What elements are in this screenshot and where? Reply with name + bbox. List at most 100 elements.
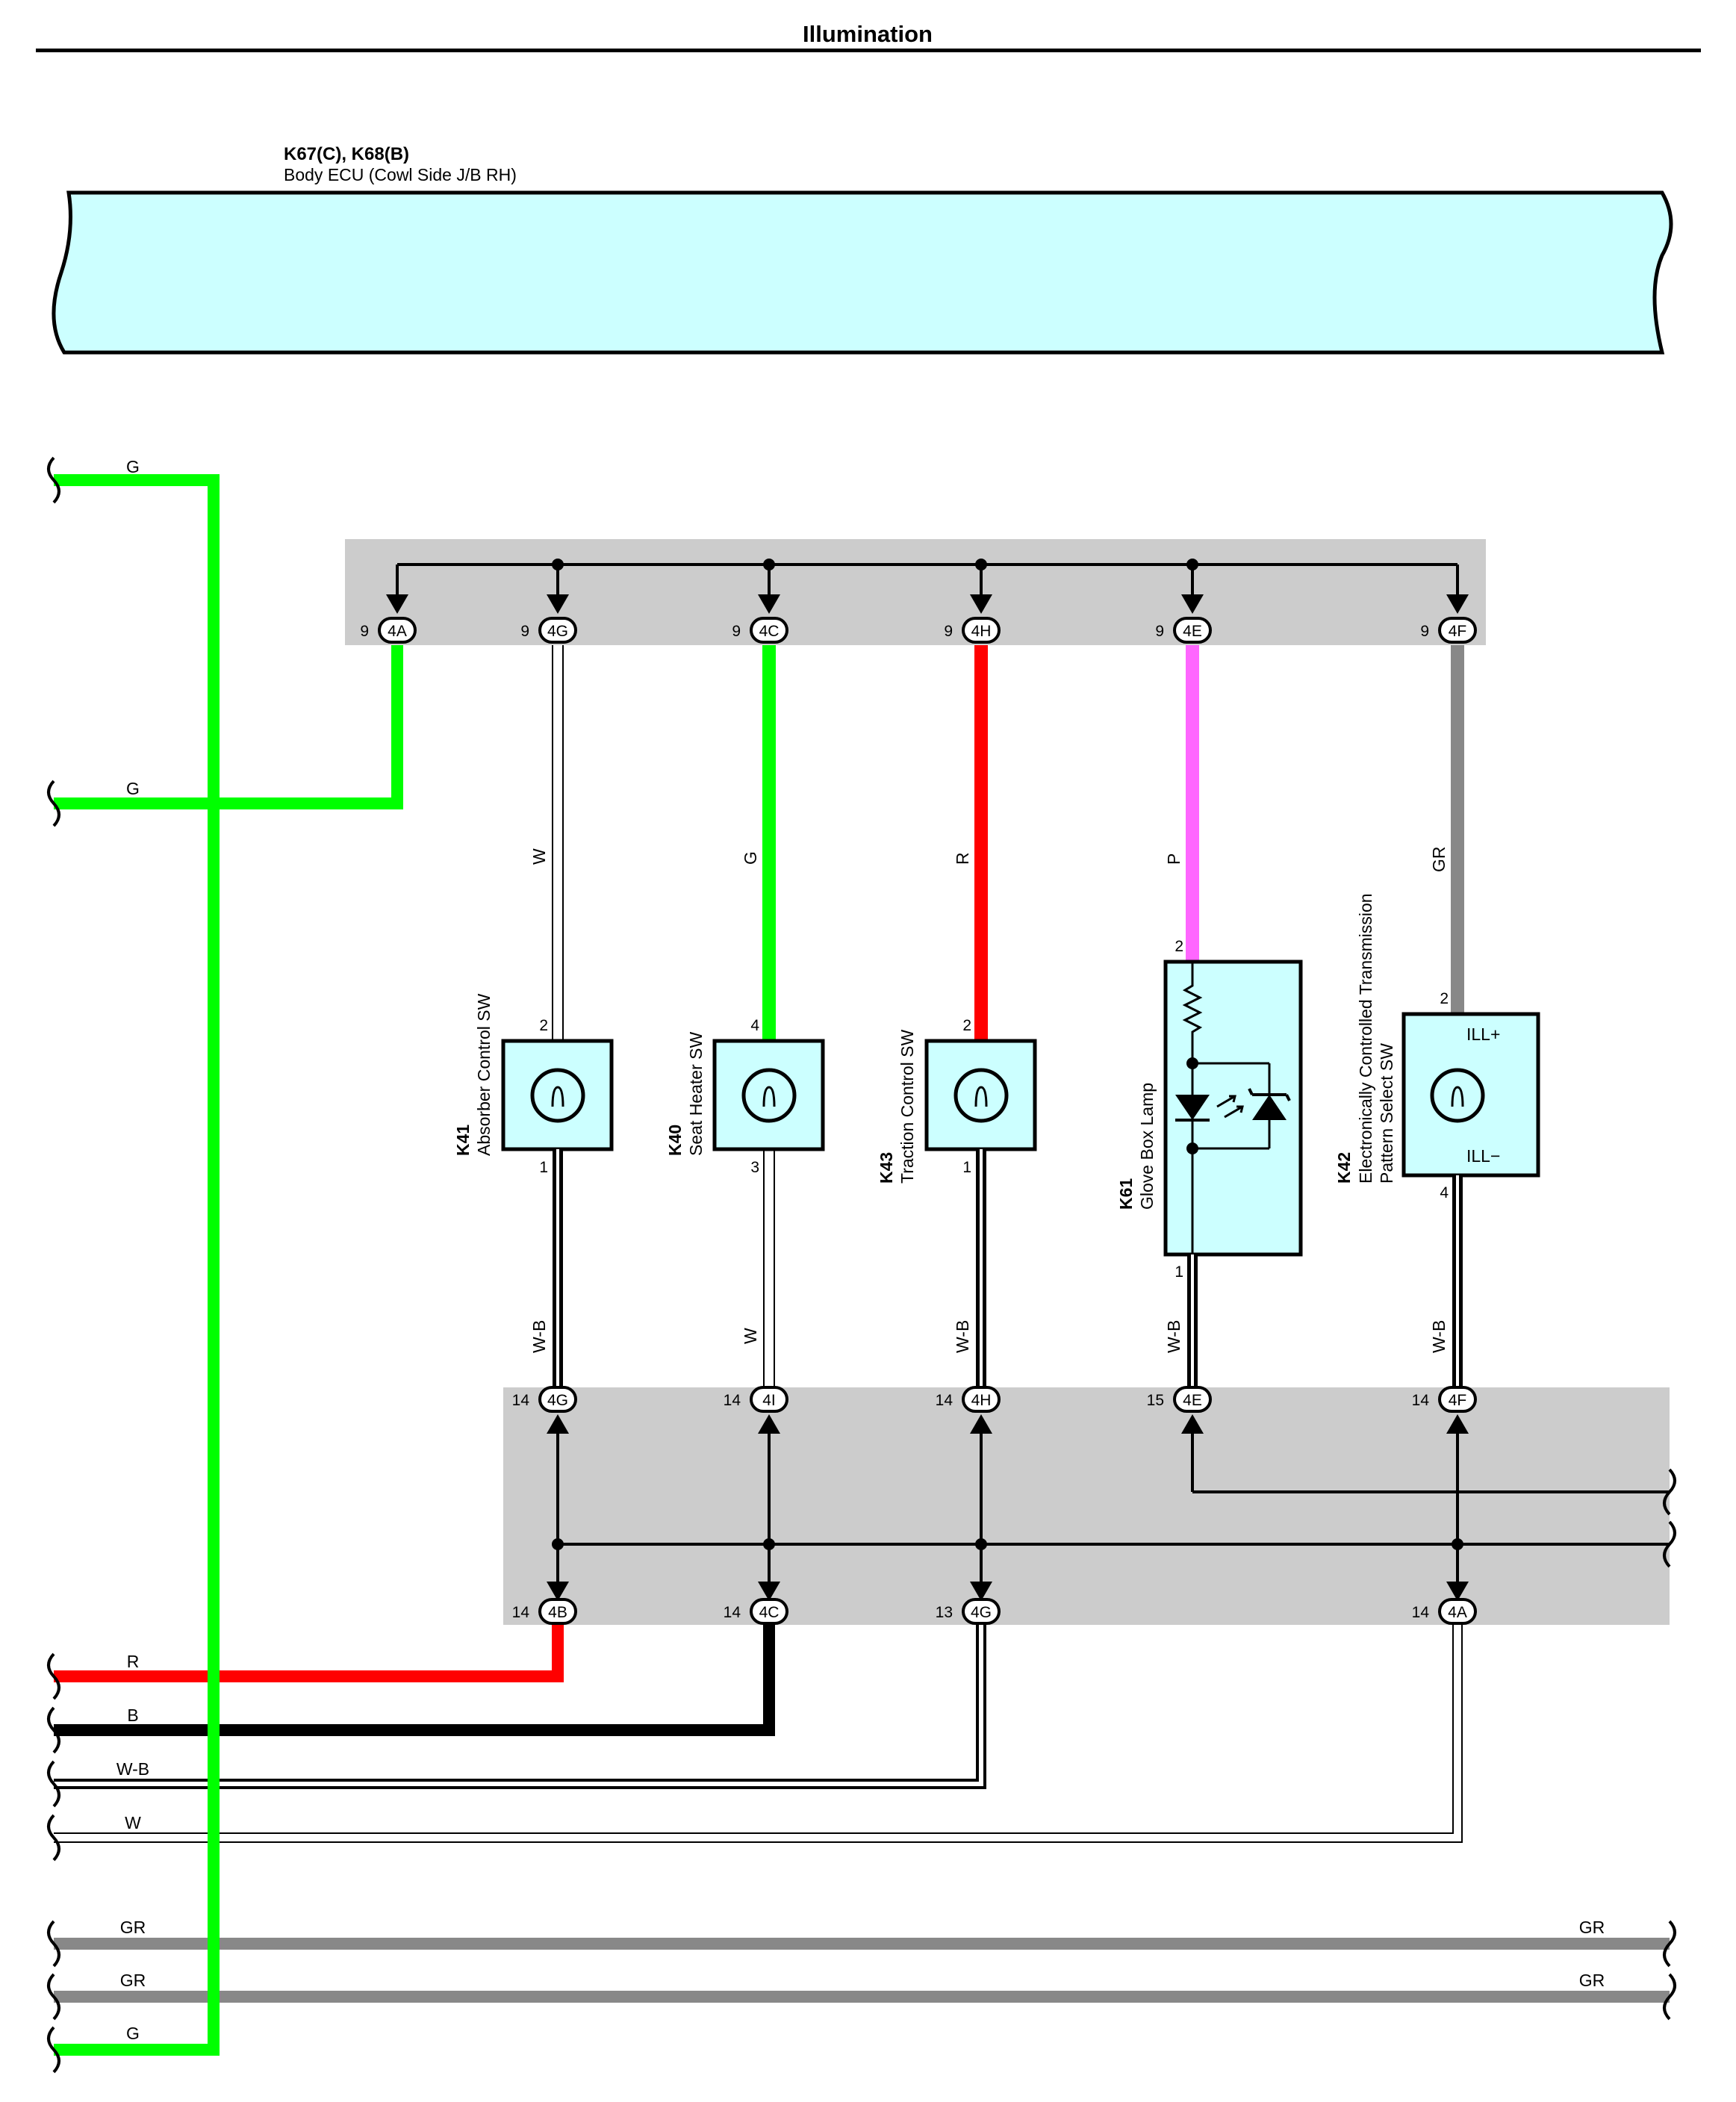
svg-text:4G: 4G — [971, 1604, 992, 1621]
lower-wires — [553, 1149, 1463, 1387]
svg-text:1: 1 — [539, 1159, 548, 1176]
top-bus — [396, 563, 1459, 602]
svg-text:2: 2 — [1175, 938, 1183, 955]
svg-text:B: B — [127, 1705, 138, 1725]
component-name-k61: Glove Box Lamp — [1137, 1083, 1157, 1210]
svg-text:4F: 4F — [1449, 1392, 1467, 1409]
svg-text:G: G — [126, 779, 140, 798]
svg-text:3: 3 — [750, 1159, 759, 1176]
svg-text:GR: GR — [1429, 847, 1449, 873]
svg-text:2: 2 — [1440, 990, 1449, 1007]
svg-text:R: R — [127, 1652, 140, 1671]
svg-text:W: W — [125, 1813, 141, 1832]
bottom-arrows-down — [547, 1582, 1469, 1601]
svg-text:4H: 4H — [971, 623, 992, 640]
mid-connectors: 4G 14 4I 14 4H 14 4E 15 4F 14 — [512, 1386, 1477, 1413]
connector-top-4c: 4C 9 — [732, 617, 788, 644]
svg-text:4: 4 — [1440, 1184, 1449, 1201]
component-name-k42-line1: Electronically Controlled Transmission — [1356, 893, 1375, 1184]
component-k42: ILL+ ILL− 2 4 K42 Electronically Control… — [1334, 893, 1540, 1201]
svg-text:GR: GR — [1579, 1971, 1605, 1990]
svg-text:15: 15 — [1147, 1392, 1164, 1409]
component-name-k43: Traction Control SW — [897, 1030, 917, 1184]
ecu-id: K67(C), K68(B) — [284, 144, 409, 164]
svg-text:4A: 4A — [388, 623, 407, 640]
page-title: Illumination — [803, 21, 933, 47]
svg-text:4G: 4G — [547, 623, 568, 640]
lower-bus-dots — [552, 1538, 1463, 1550]
svg-text:4H: 4H — [971, 1392, 992, 1409]
left-breaks — [47, 456, 60, 2074]
component-id-k41: K41 — [453, 1125, 473, 1156]
svg-text:4E: 4E — [1183, 1392, 1202, 1409]
svg-text:13: 13 — [936, 1604, 953, 1621]
connector-bottom-4g: 4G 13 — [936, 1598, 1001, 1625]
bottom-connectors: 4B 14 4C 14 4G 13 4A 14 — [512, 1598, 1477, 1625]
top-bus-dots — [552, 559, 1198, 570]
svg-text:W-B: W-B — [1429, 1320, 1449, 1353]
component-k61: 2 1 K61 Glove Box Lamp — [1116, 938, 1303, 1281]
title-rule — [36, 49, 1701, 52]
svg-text:14: 14 — [1412, 1392, 1430, 1409]
upper-wires — [552, 645, 1464, 1041]
svg-text:2: 2 — [539, 1017, 548, 1034]
svg-text:4F: 4F — [1449, 623, 1467, 640]
right-wire-labels: GR GR — [1579, 1918, 1605, 1990]
svg-text:14: 14 — [512, 1392, 530, 1409]
ecu-name: Body ECU (Cowl Side J/B RH) — [284, 165, 517, 184]
lower-wire-labels: W-B W W-B W-B W-B — [529, 1320, 1449, 1353]
component-name-k42-line2: Pattern Select SW — [1377, 1043, 1396, 1184]
connector-bottom-4a: 4A 14 — [1412, 1598, 1477, 1625]
component-k41: 2 1 K41 Absorber Control SW — [453, 993, 614, 1176]
bottom-left-wires — [54, 1625, 1463, 1843]
svg-text:GR: GR — [120, 1918, 146, 1937]
component-k43: 2 1 K43 Traction Control SW — [877, 1017, 1037, 1184]
svg-text:4B: 4B — [548, 1604, 567, 1621]
left-wire-labels: G G R B W-B W GR GR G — [116, 457, 149, 2043]
right-breaks-gr — [1663, 1920, 1676, 2021]
connector-mid-4g: 4G 14 — [512, 1386, 577, 1413]
svg-text:4A: 4A — [1448, 1604, 1467, 1621]
svg-text:1: 1 — [962, 1159, 971, 1176]
svg-text:W-B: W-B — [529, 1320, 549, 1353]
svg-text:14: 14 — [1412, 1604, 1430, 1621]
right-breaks-bus — [1663, 1468, 1676, 1568]
svg-text:9: 9 — [944, 623, 953, 640]
top-arrows — [386, 594, 1469, 614]
upper-wire-labels: W G R P GR — [529, 847, 1449, 873]
connector-top-4g: 4G 9 — [520, 617, 577, 644]
svg-text:4C: 4C — [759, 1604, 780, 1621]
svg-text:W-B: W-B — [116, 1759, 149, 1779]
component-id-k40: K40 — [665, 1125, 685, 1156]
svg-text:1: 1 — [1175, 1263, 1183, 1281]
gr-wires — [54, 1938, 1670, 2003]
svg-text:P: P — [1164, 853, 1183, 865]
connector-bottom-4c: 4C 14 — [724, 1598, 788, 1625]
component-k40: 4 3 K40 Seat Heater SW — [665, 1017, 825, 1176]
svg-text:14: 14 — [724, 1604, 741, 1621]
connector-top-4a: 4A 9 — [360, 617, 417, 644]
svg-text:4C: 4C — [759, 623, 780, 640]
connector-mid-4e: 4E 15 — [1147, 1386, 1212, 1413]
svg-text:GR: GR — [1579, 1918, 1605, 1937]
junction-block-top — [345, 539, 1486, 645]
connector-top-4f: 4F 9 — [1420, 617, 1477, 644]
connector-top-4h: 4H 9 — [944, 617, 1001, 644]
svg-text:W: W — [529, 848, 549, 865]
svg-text:4I: 4I — [762, 1392, 776, 1409]
top-connectors: 4A 9 4G 9 4C 9 4H 9 4E 9 4F 9 — [360, 617, 1477, 644]
connector-top-4e: 4E 9 — [1155, 617, 1212, 644]
svg-text:2: 2 — [962, 1017, 971, 1034]
ecu-body — [52, 190, 1673, 355]
component-id-k61: K61 — [1116, 1178, 1136, 1210]
svg-text:G: G — [741, 851, 760, 865]
svg-text:R: R — [953, 852, 972, 865]
svg-text:W: W — [741, 1328, 760, 1344]
svg-text:G: G — [126, 2024, 140, 2043]
left-green-wires — [54, 474, 403, 2056]
svg-text:G: G — [126, 457, 140, 476]
component-name-k41: Absorber Control SW — [474, 993, 494, 1156]
svg-text:9: 9 — [1420, 623, 1429, 640]
component-name-k40: Seat Heater SW — [686, 1032, 706, 1156]
